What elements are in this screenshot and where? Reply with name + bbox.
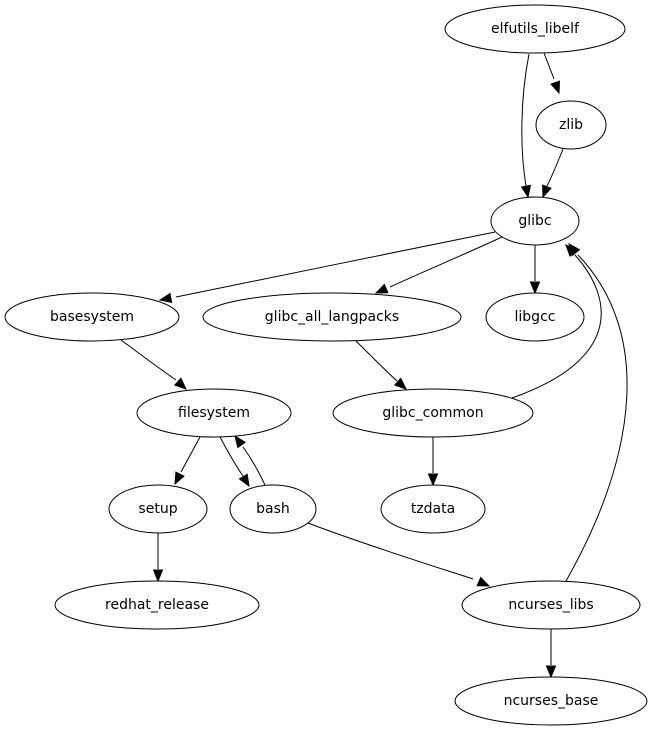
edge-line	[521, 53, 530, 187]
edge-elfutils-libelf-to-glibc	[520, 53, 532, 199]
node-glibc-all-langpacks[interactable]: glibc_all_langpacks	[202, 292, 462, 342]
node-bash[interactable]: bash	[229, 484, 317, 534]
edge-ncurses-libs-to-glibc	[565, 242, 628, 582]
node-shape	[136, 388, 292, 438]
node-libgcc[interactable]: libgcc	[485, 292, 585, 342]
node-label: zlib	[559, 117, 583, 133]
node-shape	[485, 292, 585, 342]
node-redhat-release[interactable]: redhat_release	[54, 580, 260, 630]
edges-layer	[120, 52, 628, 679]
edge-bash-to-ncurses-libs	[307, 522, 491, 587]
edge-line	[389, 236, 503, 288]
arrowhead-icon	[529, 281, 541, 295]
node-zlib[interactable]: zlib	[535, 100, 607, 150]
node-label: filesystem	[178, 405, 250, 421]
arrowhead-icon	[427, 473, 439, 487]
edge-filesystem-to-bash	[219, 436, 250, 488]
edge-line	[120, 339, 177, 381]
node-shape	[380, 484, 486, 534]
arrowhead-icon	[173, 377, 187, 390]
node-label: elfutils_libelf	[491, 21, 580, 37]
edge-elfutils-libelf-to-zlib	[543, 52, 561, 95]
edge-line	[175, 231, 496, 298]
node-shape	[454, 676, 648, 726]
edge-ncurses-libs-to-ncurses-base	[545, 629, 557, 679]
arrowhead-icon	[374, 283, 389, 294]
node-ncurses-base[interactable]: ncurses_base	[454, 676, 648, 726]
arrowhead-icon	[550, 80, 561, 95]
arrowhead-icon	[152, 569, 164, 583]
node-label: basesystem	[50, 309, 134, 325]
node-label: glibc_all_langpacks	[265, 309, 399, 325]
edge-zlib-to-glibc	[542, 148, 564, 199]
arrowhead-icon	[393, 377, 407, 390]
node-shape	[461, 580, 641, 630]
node-elfutils-libelf[interactable]: elfutils_libelf	[444, 4, 626, 54]
node-glibc-common[interactable]: glibc_common	[332, 388, 534, 438]
edge-bash-to-filesystem	[234, 434, 266, 486]
node-label: glibc	[518, 213, 551, 229]
edge-line	[355, 340, 398, 382]
node-shape	[54, 580, 260, 630]
node-label: ncurses_base	[504, 693, 599, 709]
edge-glibc-all-langpacks-to-glibc-common	[355, 340, 407, 390]
node-shape	[4, 292, 180, 342]
node-shape	[444, 4, 626, 54]
node-tzdata[interactable]: tzdata	[380, 484, 486, 534]
edge-glibc-to-basesystem	[158, 231, 496, 304]
node-shape	[535, 100, 607, 150]
arrowhead-icon	[520, 184, 532, 199]
node-ncurses-libs[interactable]: ncurses_libs	[461, 580, 641, 630]
edge-glibc-to-glibc-all-langpacks	[374, 236, 503, 294]
arrowhead-icon	[542, 184, 552, 199]
edge-line	[180, 436, 201, 473]
arrowhead-icon	[174, 471, 185, 486]
arrowhead-icon	[476, 576, 491, 587]
edge-filesystem-to-setup	[174, 436, 201, 486]
node-label: redhat_release	[105, 597, 209, 613]
edge-line	[307, 522, 474, 580]
edge-line	[543, 52, 555, 80]
node-label: glibc_common	[382, 405, 483, 421]
edge-line	[565, 254, 628, 582]
arrowhead-icon	[158, 292, 173, 304]
node-label: libgcc	[515, 309, 556, 325]
edge-line	[511, 254, 602, 399]
edge-line	[242, 446, 266, 486]
edge-setup-to-redhat-release	[152, 533, 164, 583]
node-shape	[490, 196, 580, 246]
edge-glibc-to-libgcc	[529, 245, 541, 295]
arrowhead-icon	[234, 434, 247, 449]
edge-basesystem-to-filesystem	[120, 339, 187, 390]
node-label: setup	[138, 501, 177, 517]
node-shape	[202, 292, 462, 342]
node-label: tzdata	[411, 501, 455, 517]
node-label: bash	[256, 501, 290, 517]
edge-line	[546, 148, 564, 187]
node-filesystem[interactable]: filesystem	[136, 388, 292, 438]
arrowhead-icon	[568, 242, 581, 257]
node-setup[interactable]: setup	[108, 484, 208, 534]
node-basesystem[interactable]: basesystem	[4, 292, 180, 342]
node-glibc[interactable]: glibc	[490, 196, 580, 246]
arrowhead-icon	[545, 665, 557, 679]
edge-line	[219, 436, 244, 477]
node-shape	[229, 484, 317, 534]
arrowhead-icon	[238, 473, 250, 488]
node-shape	[332, 388, 534, 438]
edge-glibc-common-to-tzdata	[427, 437, 439, 487]
node-label: ncurses_libs	[508, 597, 593, 613]
node-shape	[108, 484, 208, 534]
